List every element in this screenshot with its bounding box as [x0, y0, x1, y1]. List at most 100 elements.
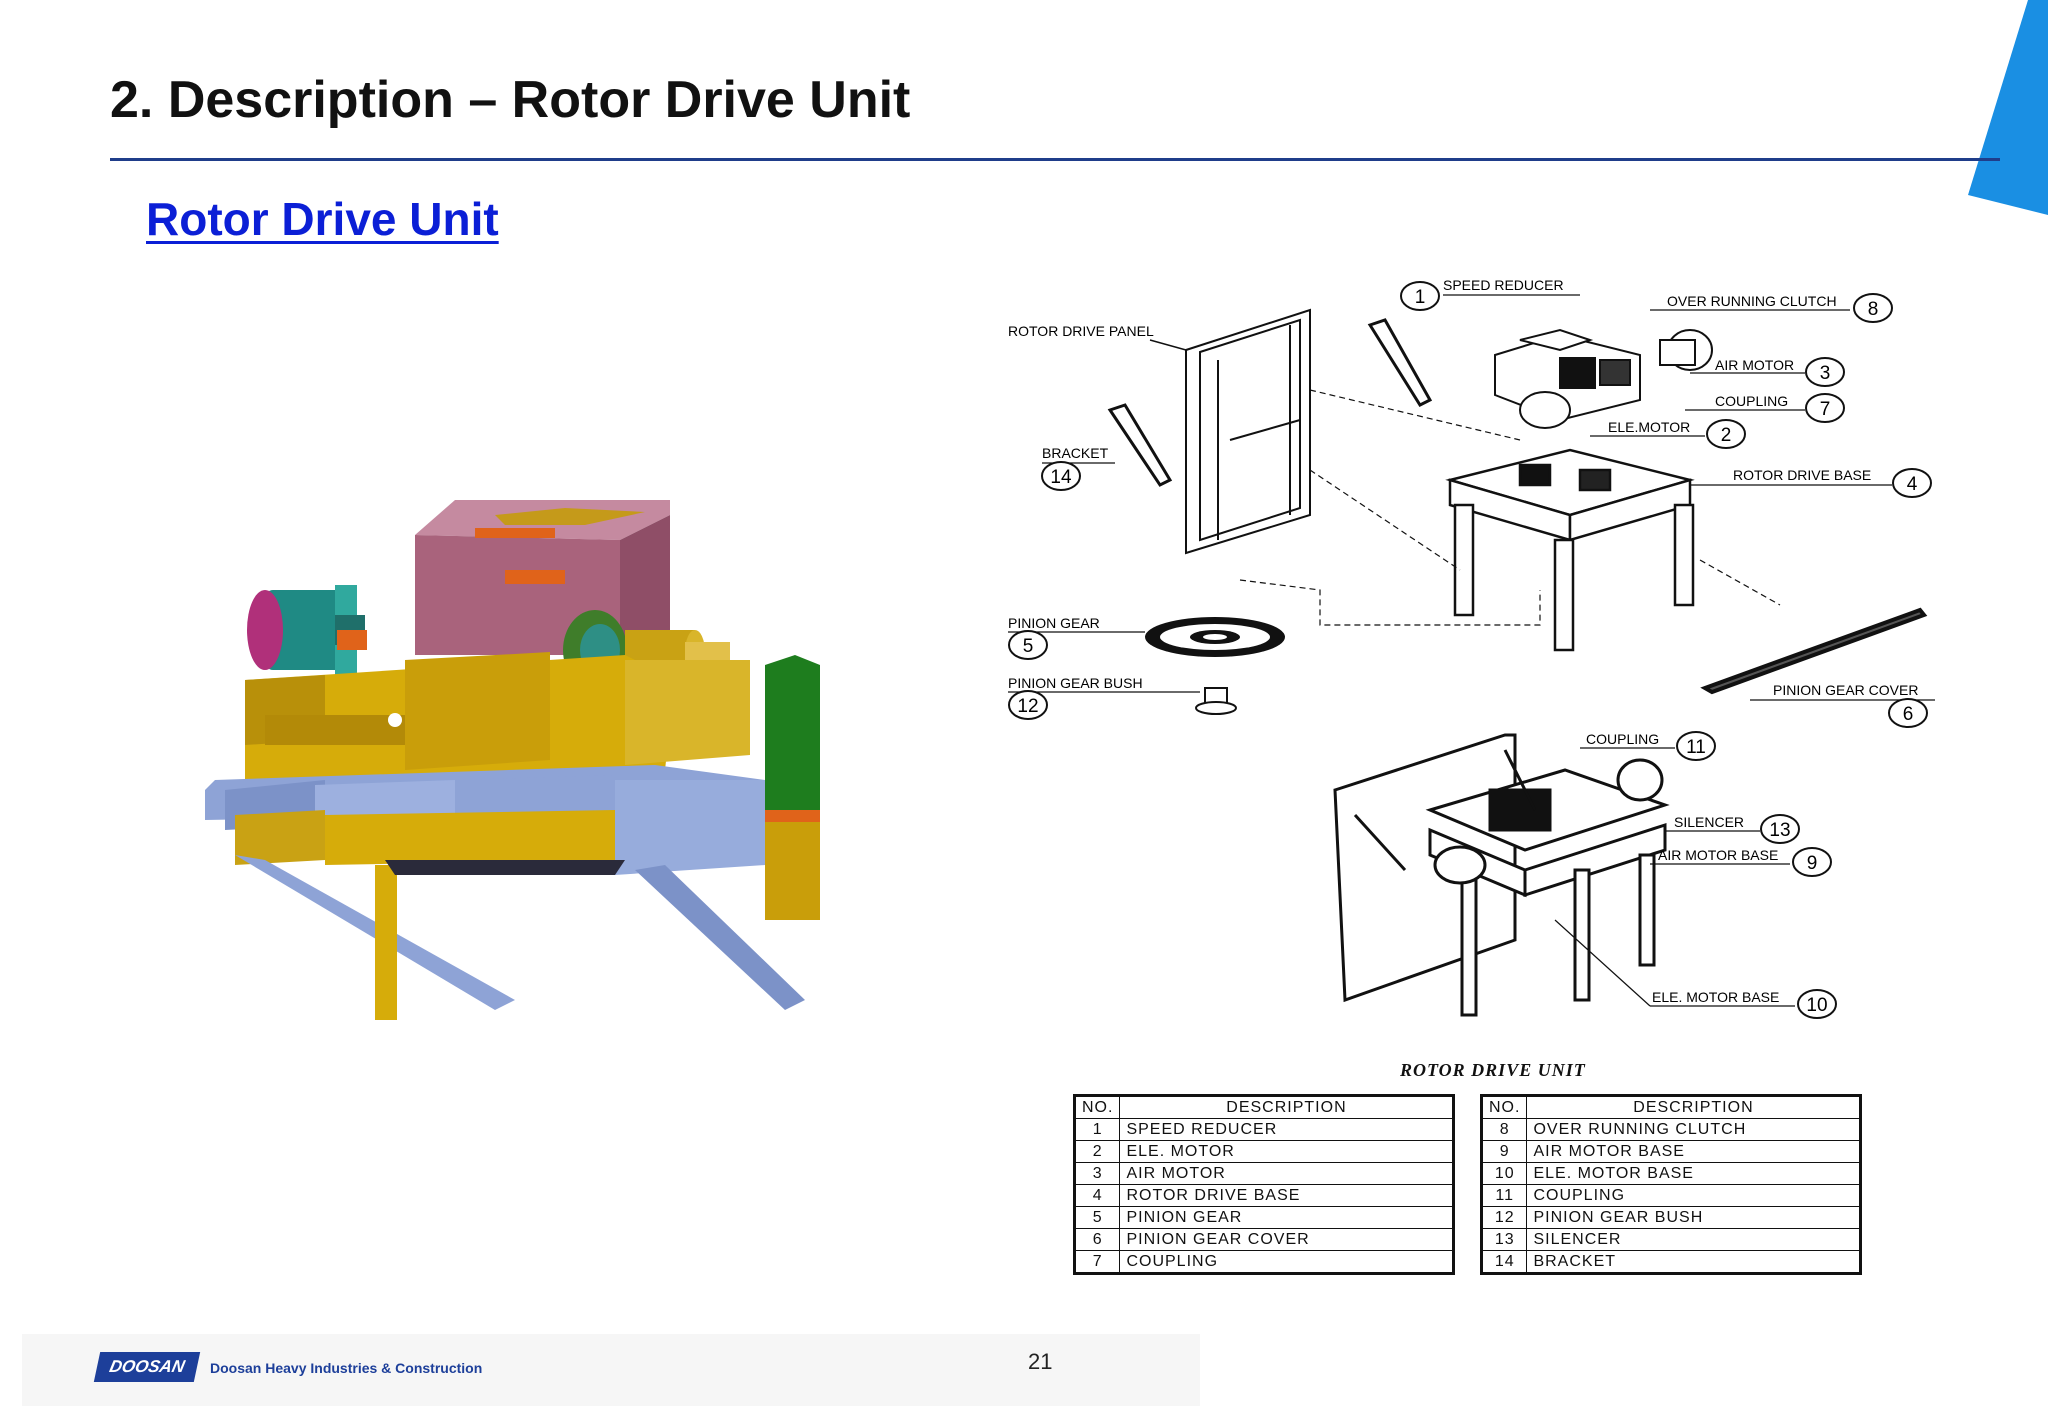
table-header-row: NO. DESCRIPTION [1073, 1095, 1455, 1119]
svg-text:AIR MOTOR BASE: AIR MOTOR BASE [1658, 847, 1778, 863]
bracket-drawing [1107, 318, 1433, 487]
callout-5: PINION GEAR 5 [1008, 615, 1145, 660]
callout-10: ELE. MOTOR BASE 10 [1554, 919, 1837, 1019]
rotor-drive-3d-render [205, 500, 820, 1020]
part-description: BRACKET [1526, 1250, 1862, 1274]
callout-12: PINION GEAR BUSH 12 [1008, 675, 1200, 720]
svg-text:1: 1 [1415, 287, 1426, 308]
svg-text:14: 14 [1050, 467, 1072, 488]
svg-text:COUPLING: COUPLING [1715, 393, 1788, 409]
table-header-row: NO. DESCRIPTION [1480, 1095, 1862, 1119]
part-description: PINION GEAR COVER [1119, 1228, 1455, 1251]
page-title: 2. Description – Rotor Drive Unit [110, 71, 911, 129]
callout-1: 1 SPEED REDUCER [1400, 277, 1580, 311]
svg-text:12: 12 [1017, 696, 1038, 717]
svg-text:8: 8 [1868, 299, 1879, 320]
callout-14: BRACKET 14 [1041, 445, 1115, 491]
part-number: 10 [1480, 1162, 1528, 1185]
callout-3: AIR MOTOR 3 [1690, 357, 1845, 387]
label-rotor-drive-panel: ROTOR DRIVE PANEL [1008, 323, 1154, 339]
part-description: COUPLING [1526, 1184, 1862, 1207]
svg-text:PINION GEAR BUSH: PINION GEAR BUSH [1008, 675, 1143, 691]
part-number: 5 [1073, 1206, 1121, 1229]
callout-6: PINION GEAR COVER 6 [1750, 682, 1935, 728]
svg-text:BRACKET: BRACKET [1042, 445, 1109, 461]
corner-accent [1968, 0, 2048, 215]
page-number: 21 [1028, 1349, 1053, 1374]
svg-text:PINION GEAR COVER: PINION GEAR COVER [1773, 682, 1918, 698]
part-number: 12 [1480, 1206, 1528, 1229]
svg-text:OVER RUNNING CLUTCH: OVER RUNNING CLUTCH [1667, 293, 1837, 309]
callout-4: ROTOR DRIVE BASE 4 [1690, 467, 1932, 498]
doosan-logo: DOOSAN [93, 1352, 201, 1382]
svg-text:2: 2 [1721, 425, 1732, 446]
part-description: SPEED REDUCER [1119, 1118, 1455, 1141]
pinion-gear-drawing [1145, 617, 1285, 657]
speed-reducer-assembly-drawing [1494, 328, 1713, 429]
svg-text:COUPLING: COUPLING [1586, 731, 1659, 747]
part-number: 1 [1073, 1118, 1121, 1141]
part-description: OVER RUNNING CLUTCH [1526, 1118, 1862, 1141]
col-no-header: NO. [1073, 1095, 1121, 1119]
col-description-header: DESCRIPTION [1119, 1095, 1455, 1119]
pinion-gear-cover-drawing [1700, 607, 1928, 695]
part-description: PINION GEAR BUSH [1526, 1206, 1862, 1229]
pinion-gear-bush-drawing [1195, 687, 1237, 715]
svg-text:SILENCER: SILENCER [1674, 814, 1744, 830]
part-description: COUPLING [1119, 1250, 1455, 1274]
part-number: 6 [1073, 1228, 1121, 1251]
part-description: ROTOR DRIVE BASE [1119, 1184, 1455, 1207]
svg-text:ELE. MOTOR BASE: ELE. MOTOR BASE [1652, 989, 1779, 1005]
assembly-lines [1239, 389, 1781, 626]
part-number: 9 [1480, 1140, 1528, 1163]
callout-13: SILENCER 13 [1665, 814, 1800, 844]
part-number: 2 [1073, 1140, 1121, 1163]
svg-text:3: 3 [1820, 363, 1831, 384]
svg-text:13: 13 [1769, 820, 1790, 841]
part-number: 11 [1480, 1184, 1528, 1207]
callout-7: COUPLING 7 [1685, 393, 1845, 423]
col-no-header: NO. [1480, 1095, 1528, 1119]
part-description: AIR MOTOR [1119, 1162, 1455, 1185]
section-subtitle-link[interactable]: Rotor Drive Unit [146, 193, 499, 245]
green-column [765, 655, 820, 920]
col-description-header: DESCRIPTION [1526, 1095, 1862, 1119]
part-number: 13 [1480, 1228, 1528, 1251]
callout-9: AIR MOTOR BASE 9 [1650, 847, 1832, 877]
part-number: 4 [1073, 1184, 1121, 1207]
assembled-unit-drawing [1333, 733, 1670, 1017]
company-name: Doosan Heavy Industries & Construction [210, 1360, 483, 1376]
callout-11: COUPLING 11 [1580, 731, 1716, 761]
rotor-drive-base-drawing [1445, 448, 1695, 652]
svg-text:5: 5 [1023, 636, 1034, 657]
svg-text:7: 7 [1820, 399, 1831, 420]
title-divider [110, 158, 2000, 161]
svg-text:AIR MOTOR: AIR MOTOR [1715, 357, 1794, 373]
svg-text:11: 11 [1686, 737, 1706, 758]
part-description: AIR MOTOR BASE [1526, 1140, 1862, 1163]
part-description: ELE. MOTOR BASE [1526, 1162, 1862, 1185]
housing-top [415, 500, 670, 655]
part-description: ELE. MOTOR [1119, 1140, 1455, 1163]
svg-text:PINION GEAR: PINION GEAR [1008, 615, 1100, 631]
blue-base-frame [205, 765, 805, 1020]
electric-motor [247, 585, 367, 675]
callout-8: OVER RUNNING CLUTCH 8 [1650, 293, 1893, 323]
part-number: 3 [1073, 1162, 1121, 1185]
diagram-caption: ROTOR DRIVE UNIT [1400, 1060, 1586, 1080]
part-description: PINION GEAR [1119, 1206, 1455, 1229]
